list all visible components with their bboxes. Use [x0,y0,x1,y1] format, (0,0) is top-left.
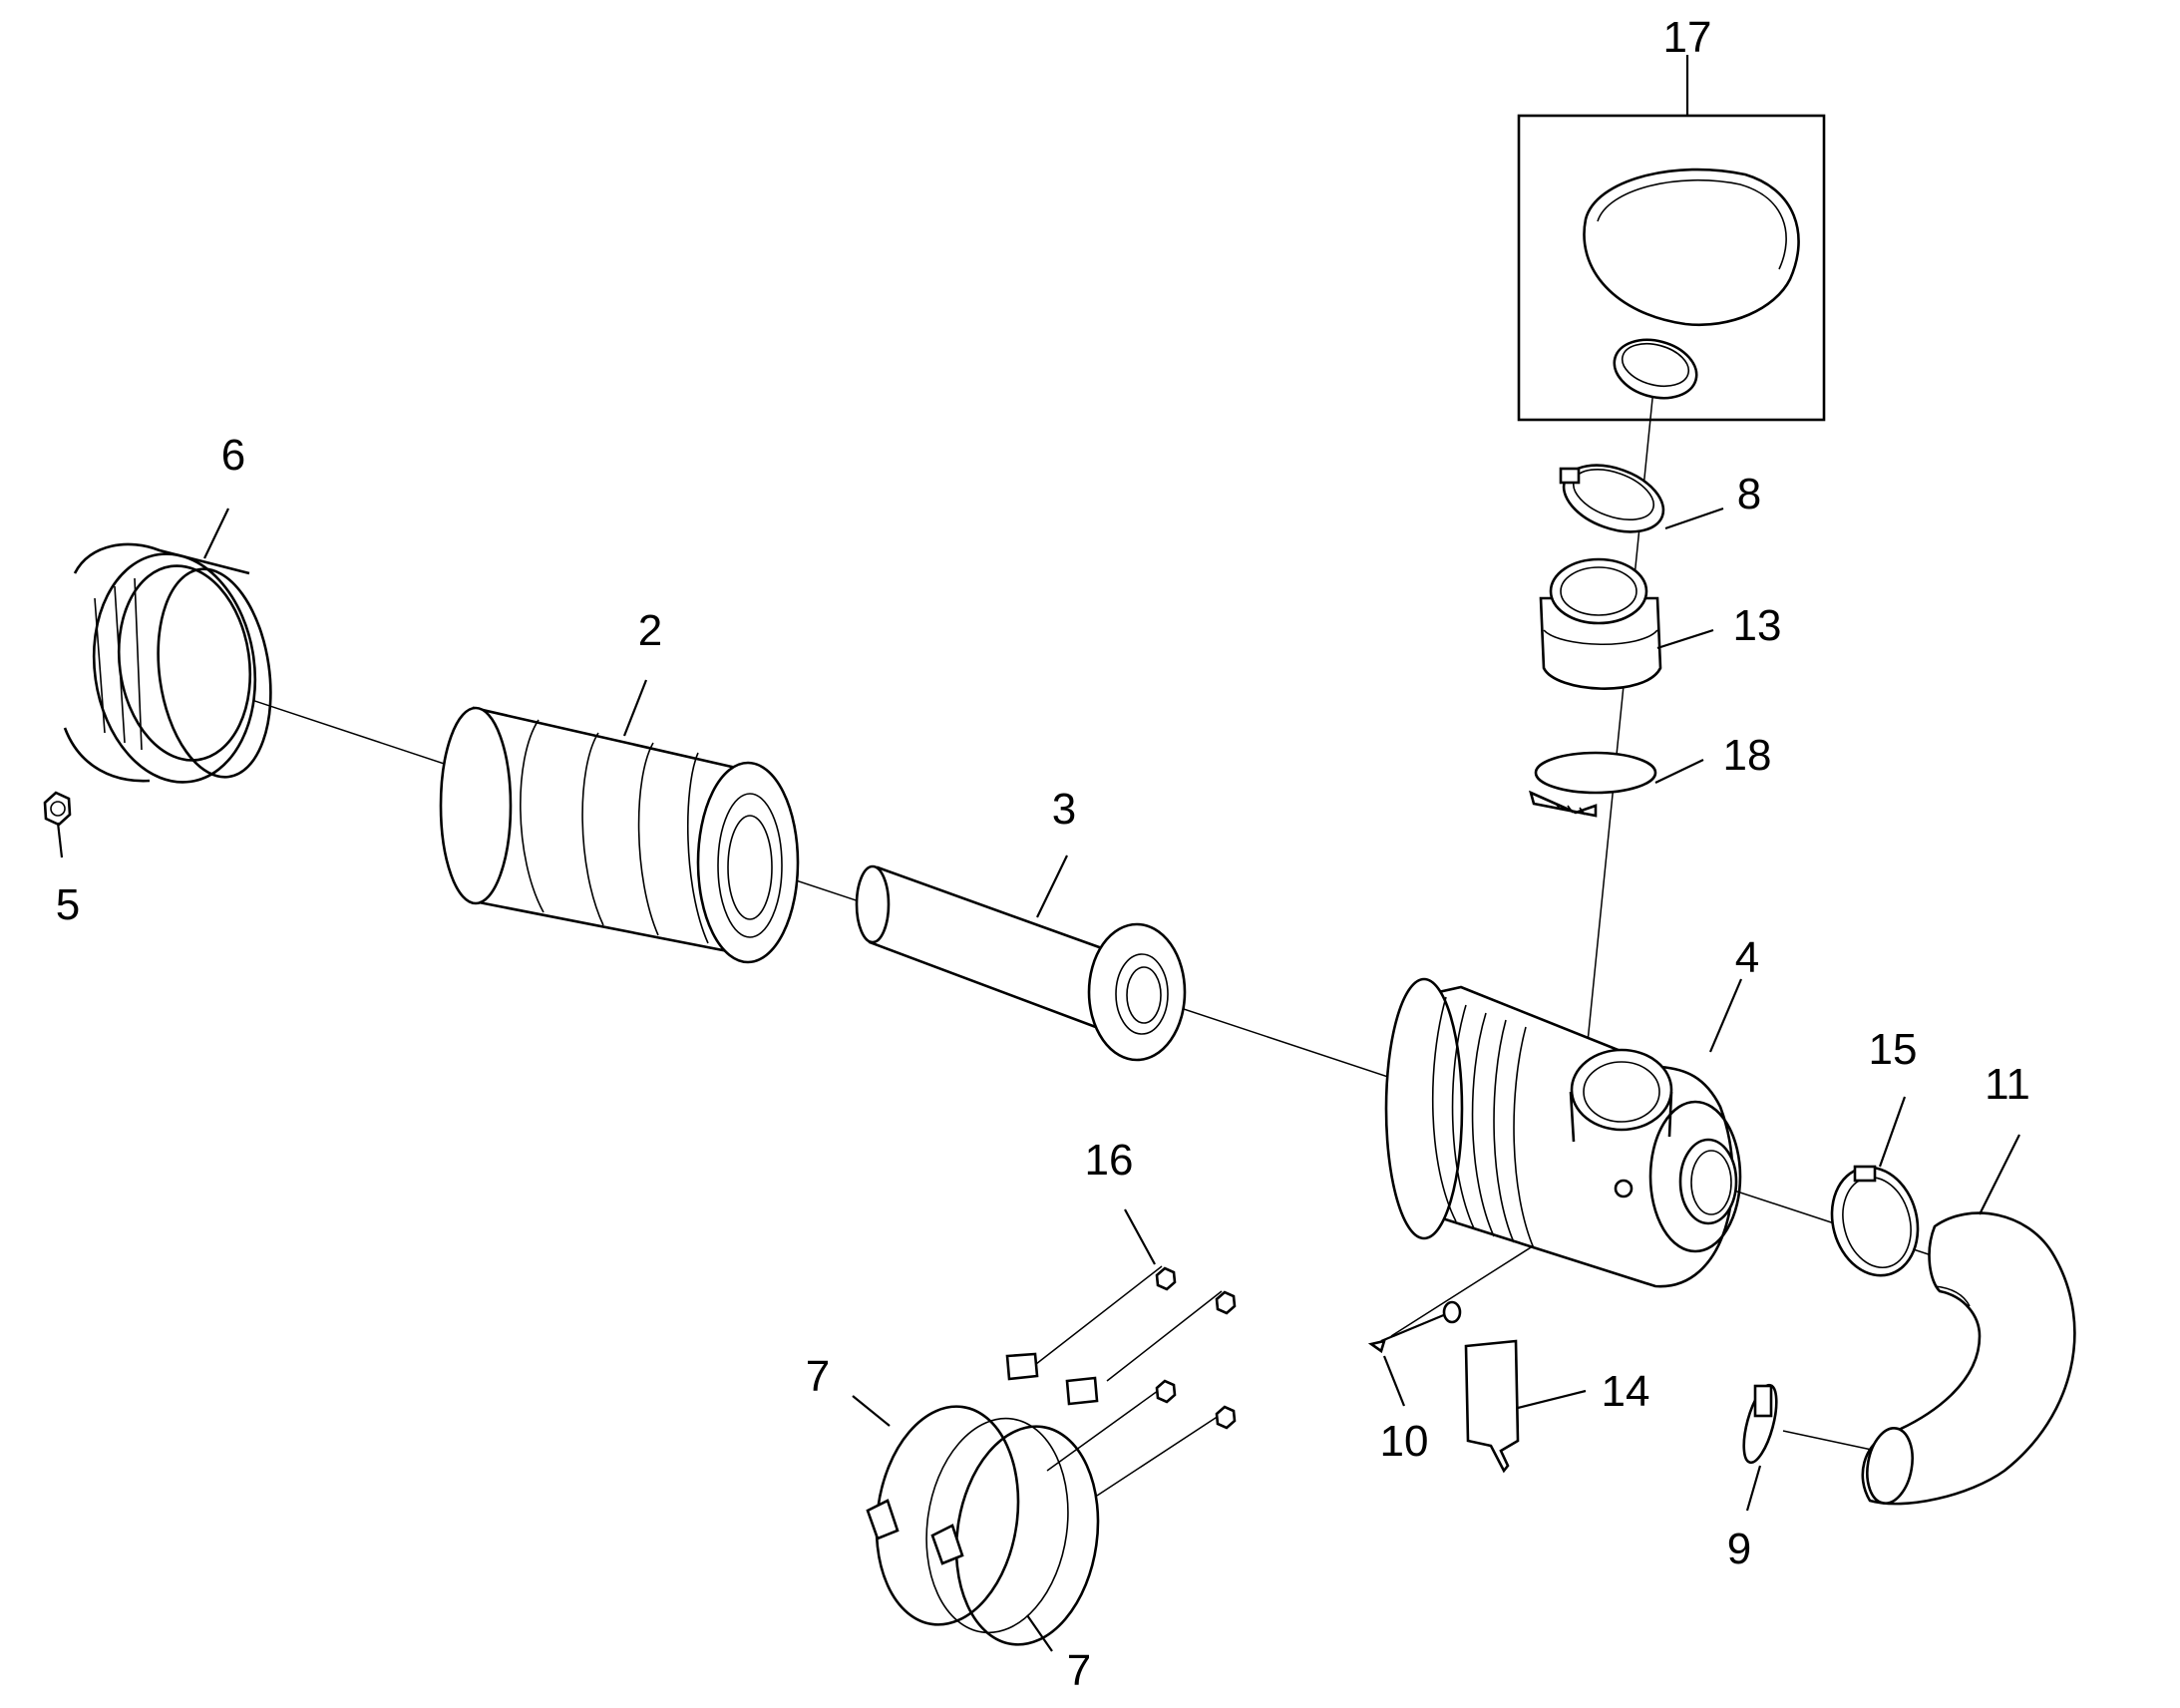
part-7-mounting-bands [866,1352,1100,1646]
callout-16: 16 [1085,1136,1134,1185]
callout-2: 2 [638,606,662,655]
part-10-indicator [1367,1300,1462,1354]
callout-17: 17 [1663,13,1712,62]
callout-5: 5 [56,880,80,929]
part-15-clamp [1830,1165,1920,1277]
callout-15: 15 [1869,1025,1918,1074]
callout-6: 6 [221,431,245,480]
part-4-housing [1384,977,1742,1288]
callout-10: 10 [1380,1417,1429,1466]
callout-14: 14 [1602,1367,1650,1416]
part-18-clamp [1529,751,1657,818]
callout-7-lower: 7 [1067,1646,1091,1695]
part-13-adapter [1539,557,1662,690]
part-14-bracket [1464,1339,1520,1474]
part-2-primary-filter [439,706,800,964]
part-9-clamp [1742,1383,1778,1465]
part-5-nut [43,791,72,827]
callout-9: 9 [1727,1525,1751,1573]
part-8-clamp [1559,464,1665,533]
callout-3: 3 [1052,785,1076,834]
callout-labels: 17 8 13 18 6 2 3 4 5 15 11 16 14 10 9 7 … [56,13,2030,1695]
part-16-nuts [1155,1266,1237,1430]
callout-4: 4 [1735,933,1759,982]
part-6-end-cover [63,542,272,784]
part-3-safety-filter [855,864,1187,1062]
callout-8: 8 [1737,470,1761,518]
callout-13: 13 [1733,601,1782,650]
part-17-rain-cap-kit [1517,114,1826,422]
callout-11: 11 [1985,1060,2030,1109]
callout-7-upper: 7 [806,1352,830,1401]
part-11-elbow [1861,1211,2076,1506]
leader-lines [56,55,2020,1652]
callout-18: 18 [1723,731,1772,780]
